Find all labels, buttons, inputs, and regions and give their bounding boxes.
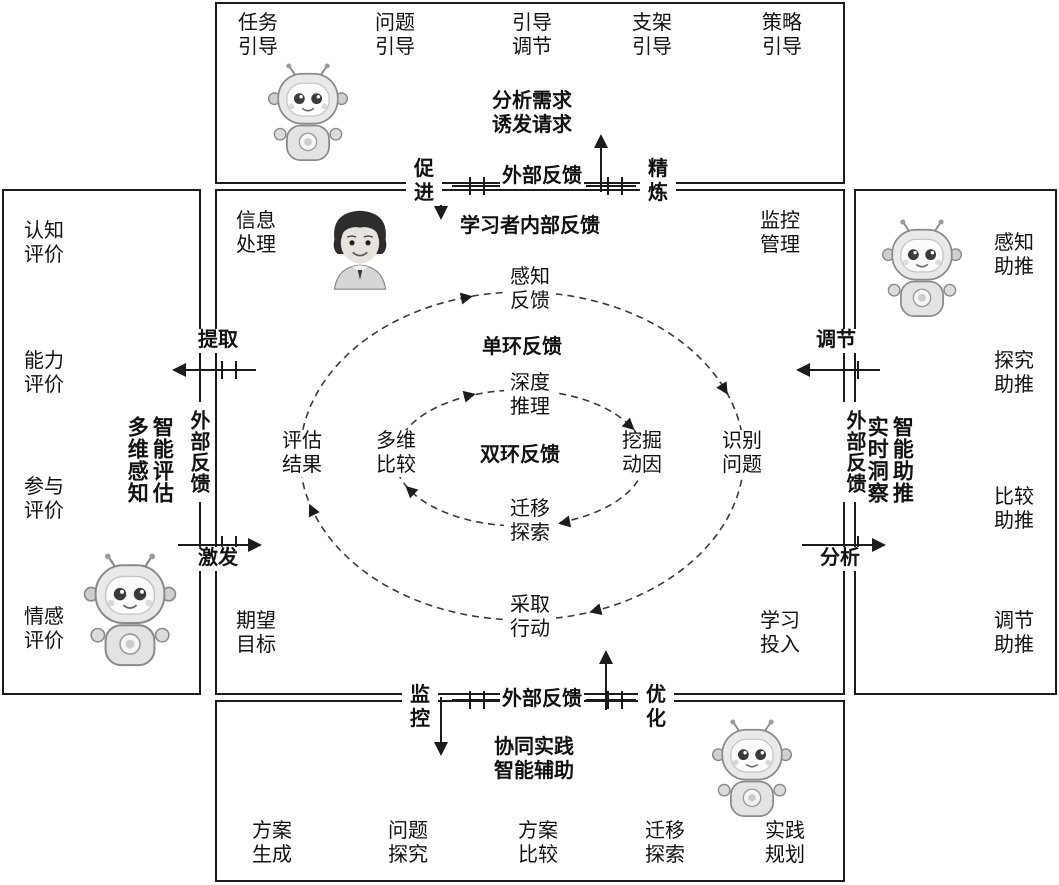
monitor-label: 监 控 xyxy=(402,684,438,732)
single-loop-feedback-title: 单环反馈 xyxy=(480,336,564,360)
external-feedback-label-right: 外部反馈 xyxy=(840,402,868,502)
practice-activity-label: 迁移 探索 xyxy=(645,820,685,866)
regulate-label: 调节 xyxy=(814,329,858,353)
practice-activity-label: 方案 比较 xyxy=(518,820,558,866)
evaluation-item-label: 情感 评价 xyxy=(24,606,64,652)
external-feedback-label-bottom: 外部反馈 xyxy=(500,688,584,712)
outer-loop-node-evaluate-result: 评估 结果 xyxy=(276,430,328,478)
outer-loop-node-identify-problem: 识别 问题 xyxy=(716,430,768,478)
corner-monitor-manage: 监控 管理 xyxy=(760,210,800,256)
corner-info-processing: 信息 处理 xyxy=(236,210,276,256)
outer-loop-node-take-action: 采取 行动 xyxy=(504,594,556,642)
double-loop-feedback-title: 双环反馈 xyxy=(478,444,562,468)
external-feedback-label-left: 外部反馈 xyxy=(184,402,212,502)
outer-loop-node-perceive-feedback: 感知 反馈 xyxy=(504,266,556,314)
evaluation-item-label: 认知 评价 xyxy=(24,220,64,266)
practice-activity-label: 问题 探究 xyxy=(388,820,428,866)
learner-avatar xyxy=(320,200,400,300)
refine-label: 精 炼 xyxy=(640,158,676,206)
nudge-item-label: 感知 助推 xyxy=(994,232,1034,278)
guidance-strategy-label: 问题 引导 xyxy=(375,12,415,58)
extract-label: 提取 xyxy=(196,329,240,353)
bottom-box-title: 协同实践 智能辅助 xyxy=(494,736,574,782)
guidance-strategy-label: 支架 引导 xyxy=(632,12,672,58)
internal-feedback-label: 学习者内部反馈 xyxy=(460,215,600,237)
guidance-strategy-label: 任务 引导 xyxy=(238,12,278,58)
left-box-title: 多维感知 智能评估 xyxy=(125,416,174,504)
right-nudge-box xyxy=(854,189,1057,695)
corner-learning-engagement: 学习 投入 xyxy=(760,610,800,656)
right-box-title: 实时洞察 智能助推 xyxy=(865,416,914,504)
guidance-strategy-label: 引导 调节 xyxy=(512,12,552,58)
top-box-title: 分析需求 诱发请求 xyxy=(492,90,572,136)
inner-loop-node-multidim-compare: 多维 比较 xyxy=(370,430,422,478)
nudge-item-label: 比较 助推 xyxy=(994,486,1034,532)
guidance-strategy-label: 策略 引导 xyxy=(762,12,802,58)
corner-expected-goal: 期望 目标 xyxy=(236,610,276,656)
promote-label: 促 进 xyxy=(406,158,442,206)
robot-icon xyxy=(260,62,356,168)
optimize-label: 优 化 xyxy=(638,684,674,732)
practice-activity-label: 方案 生成 xyxy=(252,820,292,866)
nudge-item-label: 探究 助推 xyxy=(994,350,1034,396)
robot-icon xyxy=(704,718,800,824)
external-feedback-label-top: 外部反馈 xyxy=(500,165,584,189)
robot-icon xyxy=(74,552,186,674)
inner-loop-node-transfer-exploration: 迁移 探索 xyxy=(504,498,556,546)
inner-loop-node-deep-reasoning: 深度 推理 xyxy=(504,372,556,420)
practice-activity-label: 实践 规划 xyxy=(765,820,805,866)
stimulate-label: 激发 xyxy=(196,547,240,571)
analyze-label: 分析 xyxy=(818,547,862,571)
evaluation-item-label: 能力 评价 xyxy=(24,350,64,396)
robot-icon xyxy=(874,218,970,324)
evaluation-item-label: 参与 评价 xyxy=(24,476,64,522)
nudge-item-label: 调节 助推 xyxy=(994,610,1034,656)
inner-loop-node-mine-motivation: 挖掘 动因 xyxy=(616,430,668,478)
